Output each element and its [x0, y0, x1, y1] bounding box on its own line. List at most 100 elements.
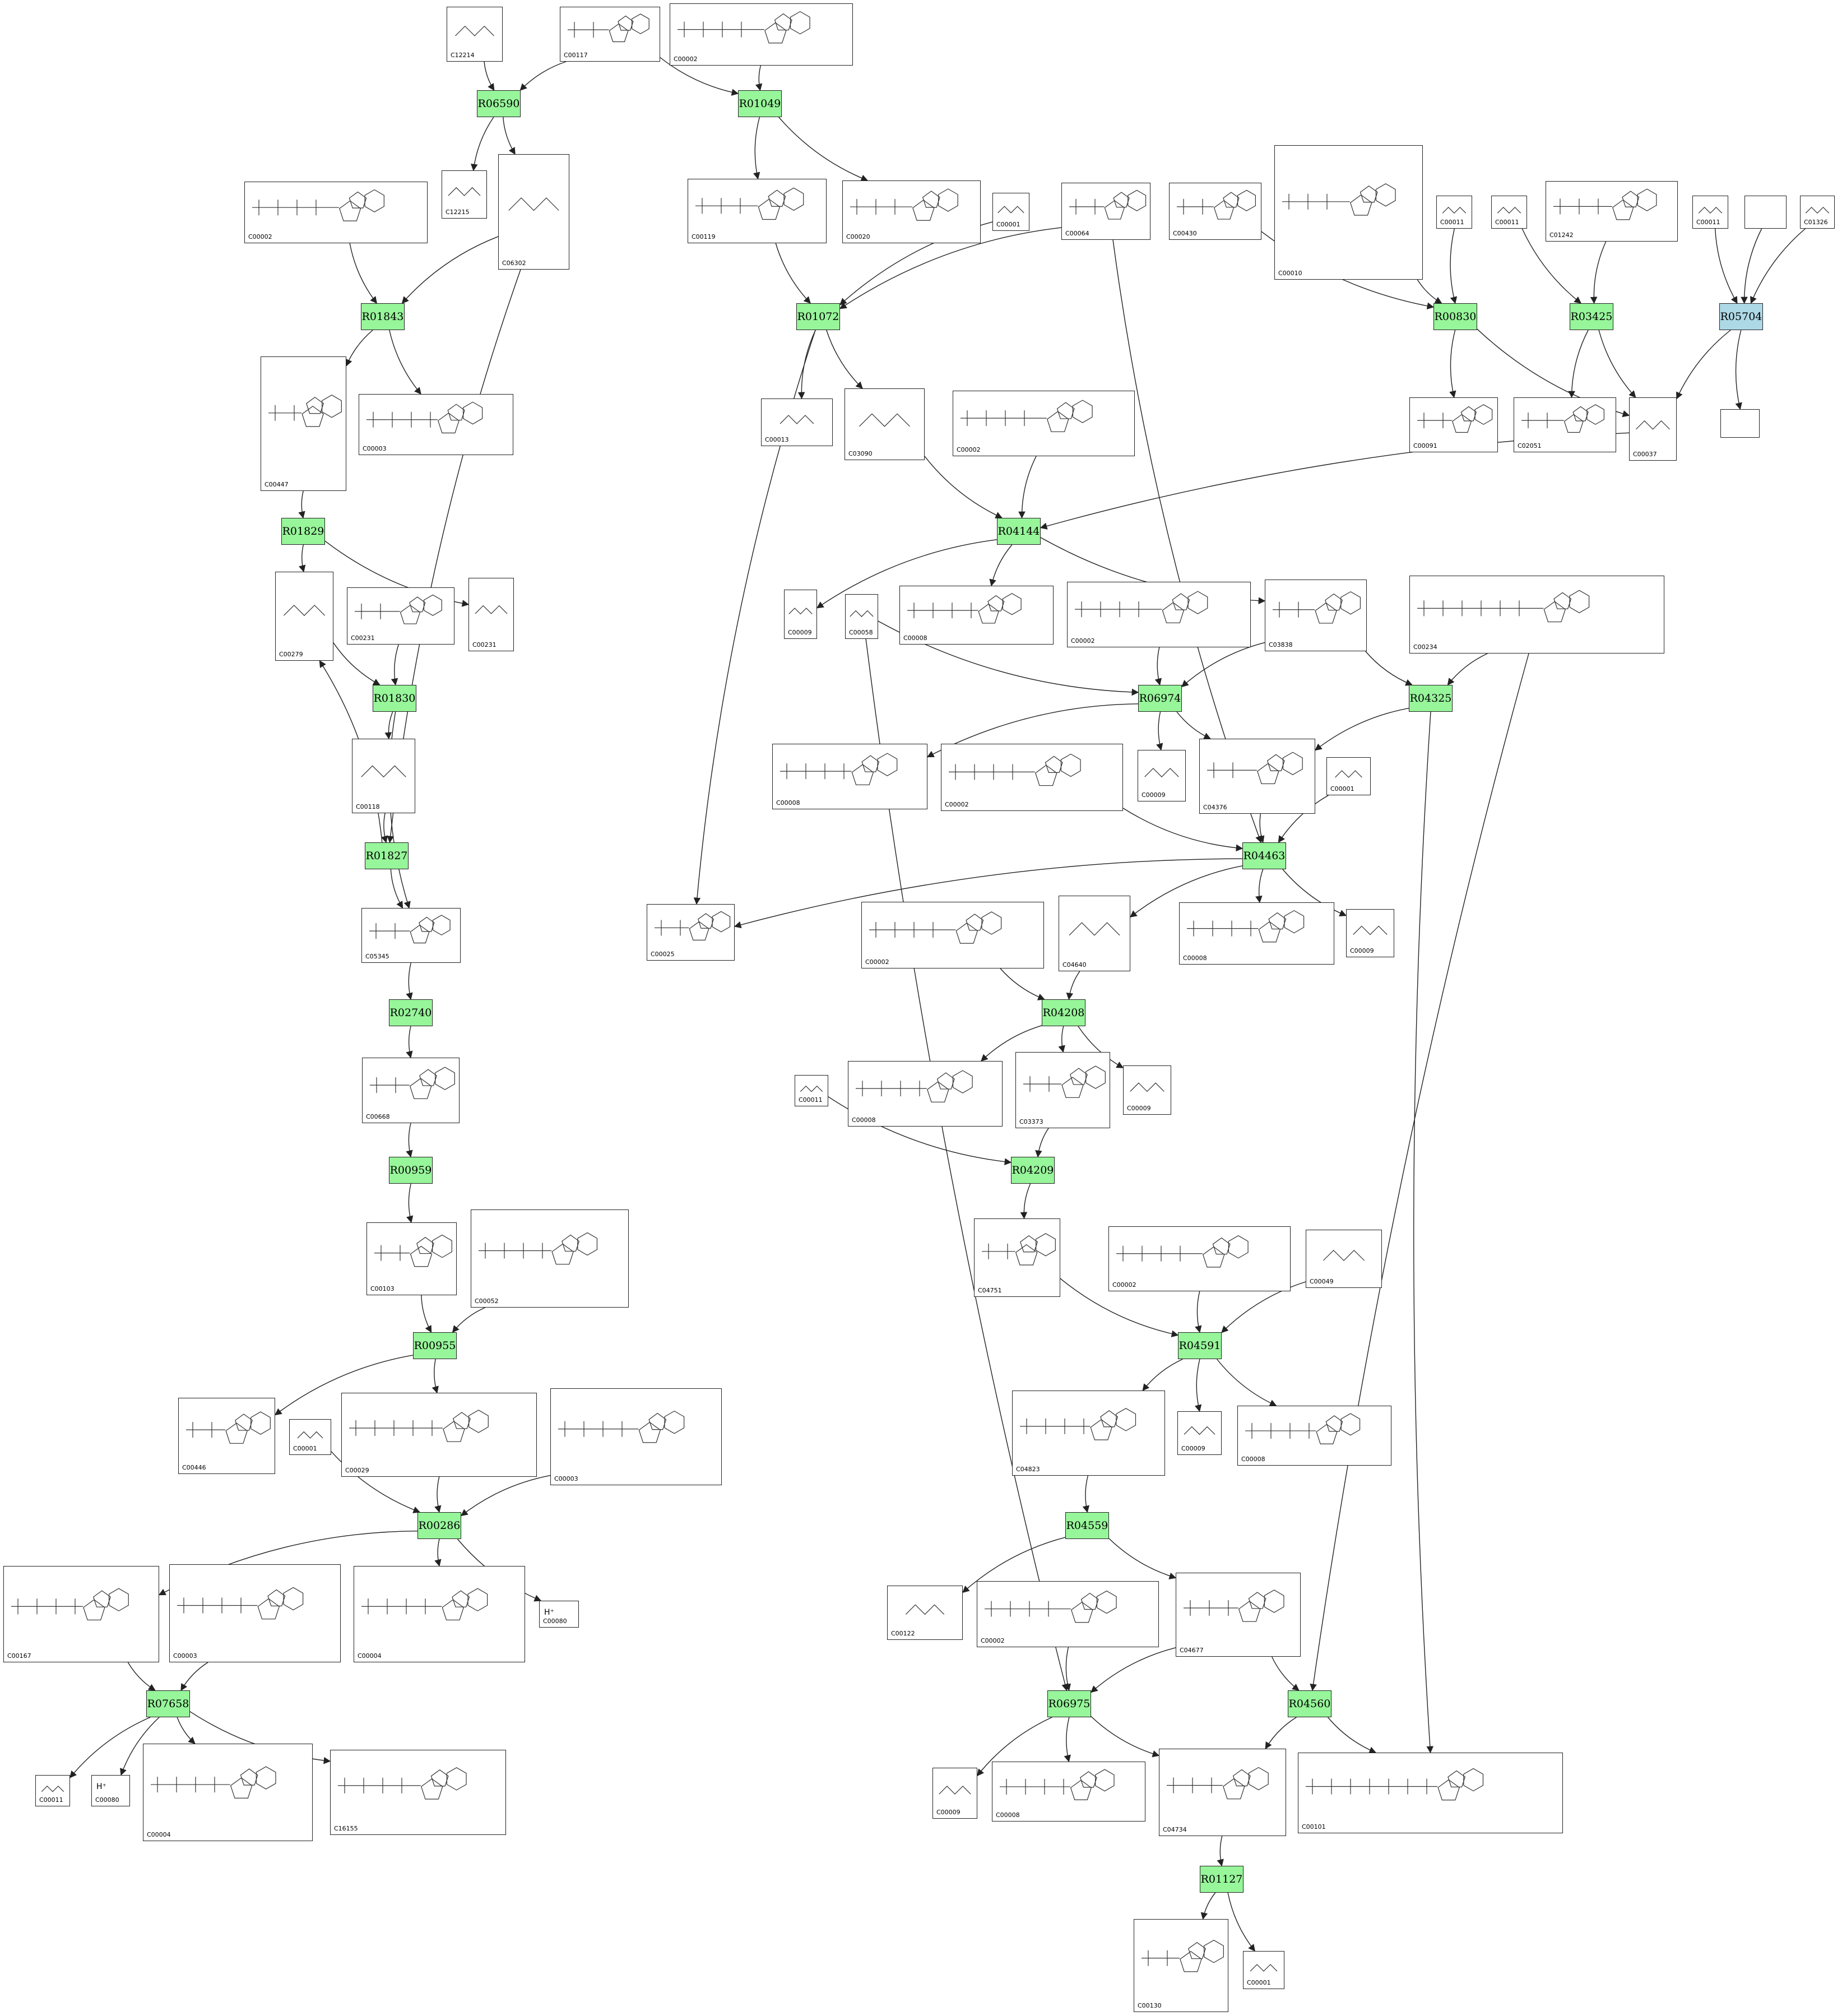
compound-c00119[interactable]: C00119: [688, 179, 827, 243]
compound-c00091[interactable]: C00091: [1409, 397, 1498, 452]
compound-c00003a[interactable]: C00003: [359, 394, 513, 455]
compound-c00002a[interactable]: C00002: [670, 3, 853, 66]
compound-c00080a[interactable]: H⁺C00080: [539, 1601, 579, 1628]
compound-c06302[interactable]: C06302: [498, 154, 569, 270]
compound-c00008e[interactable]: C00008: [1237, 1406, 1391, 1466]
compound-c03838[interactable]: C03838: [1265, 580, 1367, 651]
compound-c12215[interactable]: C12215: [442, 170, 487, 219]
compound-c00002e[interactable]: C00002: [941, 744, 1123, 811]
compound-c00231[interactable]: C00231: [347, 587, 454, 645]
reaction-r04559[interactable]: R04559: [1065, 1512, 1109, 1539]
compound-c00279[interactable]: C00279: [275, 572, 333, 661]
compound-c04823[interactable]: C04823: [1012, 1391, 1165, 1476]
compound-c00008b[interactable]: C00008: [772, 744, 927, 809]
compound-c00037[interactable]: C00037: [1629, 397, 1677, 461]
compound-c00002g[interactable]: C00002: [1108, 1226, 1291, 1291]
reaction-r01843[interactable]: R01843: [361, 303, 405, 330]
compound-c00003b[interactable]: C00003: [550, 1388, 722, 1485]
compound-c00009d[interactable]: C00009: [1123, 1065, 1171, 1115]
compound-c00003c[interactable]: C00003: [169, 1564, 341, 1662]
reaction-r06974[interactable]: R06974: [1138, 685, 1182, 712]
compound-c03373[interactable]: C03373: [1015, 1052, 1110, 1128]
reaction-r00955[interactable]: R00955: [413, 1332, 457, 1359]
reaction-r03425[interactable]: R03425: [1570, 303, 1613, 330]
compound-c00011a[interactable]: C00011: [1436, 196, 1472, 229]
reaction-r04325[interactable]: R04325: [1409, 685, 1453, 712]
compound-c00011e[interactable]: C00011: [35, 1775, 70, 1806]
compound-c04734[interactable]: C04734: [1159, 1749, 1286, 1836]
compound-c00010[interactable]: C00010: [1274, 145, 1423, 280]
compound-c16155[interactable]: C16155: [330, 1750, 506, 1835]
compound-c00001a[interactable]: C00001: [992, 193, 1029, 231]
compound-c01326[interactable]: C01326: [1800, 196, 1835, 229]
compound-c00025[interactable]: C00025: [647, 904, 735, 961]
compound-c00430[interactable]: C00430: [1169, 183, 1261, 240]
compound-c00064[interactable]: C00064: [1061, 183, 1150, 240]
reaction-r01827[interactable]: R01827: [365, 842, 409, 869]
compound-c00058[interactable]: C00058: [845, 594, 878, 639]
compound-c01242[interactable]: C01242: [1546, 181, 1678, 242]
compound-blank1[interactable]: [1744, 196, 1787, 229]
compound-c02051[interactable]: C02051: [1514, 397, 1616, 452]
compound-c03090[interactable]: C03090: [845, 388, 925, 460]
compound-c05345[interactable]: C05345: [361, 908, 461, 963]
compound-c00101[interactable]: C00101: [1298, 1753, 1563, 1833]
reaction-r02740[interactable]: R02740: [389, 999, 433, 1026]
compound-c00004a[interactable]: C00004: [354, 1566, 525, 1662]
compound-c00052[interactable]: C00052: [471, 1209, 629, 1308]
compound-c00008a[interactable]: C00008: [899, 586, 1054, 645]
compound-c00013[interactable]: C00013: [761, 398, 833, 446]
compound-blank2[interactable]: [1720, 409, 1760, 438]
reaction-r04208[interactable]: R04208: [1042, 999, 1085, 1026]
compound-c00011d[interactable]: C00011: [795, 1075, 828, 1106]
compound-c00002d[interactable]: C00002: [1067, 582, 1251, 647]
compound-c00009b[interactable]: C00009: [1138, 750, 1186, 801]
compound-c00231b[interactable]: C00231: [468, 578, 514, 651]
reaction-r05704[interactable]: R05704: [1719, 303, 1763, 330]
reaction-r00286[interactable]: R00286: [417, 1512, 461, 1539]
compound-c04677[interactable]: C04677: [1176, 1573, 1301, 1657]
compound-c00167[interactable]: C00167: [3, 1566, 159, 1662]
reaction-r01127[interactable]: R01127: [1200, 1866, 1244, 1893]
compound-c00002c[interactable]: C00002: [953, 391, 1135, 456]
compound-c00008c[interactable]: C00008: [1179, 902, 1334, 965]
compound-c00008d[interactable]: C00008: [848, 1061, 1003, 1127]
reaction-r04463[interactable]: R04463: [1242, 842, 1286, 869]
compound-c00020[interactable]: C00020: [842, 180, 981, 243]
compound-c12214[interactable]: C12214: [447, 7, 503, 62]
compound-c00002b[interactable]: C00002: [244, 182, 428, 243]
compound-c00103[interactable]: C00103: [366, 1222, 457, 1295]
reaction-r06975[interactable]: R06975: [1047, 1690, 1091, 1717]
compound-c00002h[interactable]: C00002: [977, 1581, 1159, 1647]
compound-c00122[interactable]: C00122: [887, 1586, 963, 1640]
compound-c00011b[interactable]: C00011: [1491, 196, 1527, 229]
compound-c00009a[interactable]: C00009: [784, 590, 817, 639]
compound-c00447[interactable]: C00447: [261, 356, 346, 491]
compound-c04640[interactable]: C04640: [1059, 896, 1130, 971]
compound-c00001b[interactable]: C00001: [1326, 757, 1371, 795]
reaction-r00959[interactable]: R00959: [389, 1157, 433, 1184]
compound-c00117a[interactable]: C00117: [560, 7, 660, 62]
reaction-r01829[interactable]: R01829: [281, 518, 325, 545]
compound-c00011c[interactable]: C00011: [1692, 196, 1728, 229]
compound-c00009e[interactable]: C00009: [1177, 1411, 1222, 1455]
reaction-r00830[interactable]: R00830: [1433, 303, 1477, 330]
compound-c00009f[interactable]: C00009: [932, 1768, 977, 1819]
compound-c00001c[interactable]: C00001: [289, 1419, 331, 1455]
compound-c00029[interactable]: C00029: [341, 1393, 537, 1477]
compound-c04376[interactable]: C04376: [1199, 739, 1315, 814]
reaction-r01049[interactable]: R01049: [738, 90, 782, 117]
compound-c00080b[interactable]: H⁺C00080: [91, 1775, 130, 1806]
compound-c00118[interactable]: C00118: [352, 739, 415, 813]
compound-c00008f[interactable]: C00008: [992, 1762, 1145, 1822]
compound-c00049[interactable]: C00049: [1306, 1230, 1382, 1288]
compound-c00130[interactable]: C00130: [1134, 1919, 1228, 2012]
reaction-r04560[interactable]: R04560: [1288, 1690, 1331, 1717]
compound-c00002f[interactable]: C00002: [861, 902, 1044, 968]
reaction-r04144[interactable]: R04144: [997, 518, 1041, 545]
compound-c00446[interactable]: C00446: [178, 1398, 275, 1474]
reaction-r04209[interactable]: R04209: [1011, 1157, 1055, 1184]
reaction-r06590[interactable]: R06590: [477, 90, 521, 117]
compound-c00001d[interactable]: C00001: [1243, 1951, 1284, 1989]
reaction-r04591[interactable]: R04591: [1178, 1332, 1222, 1359]
